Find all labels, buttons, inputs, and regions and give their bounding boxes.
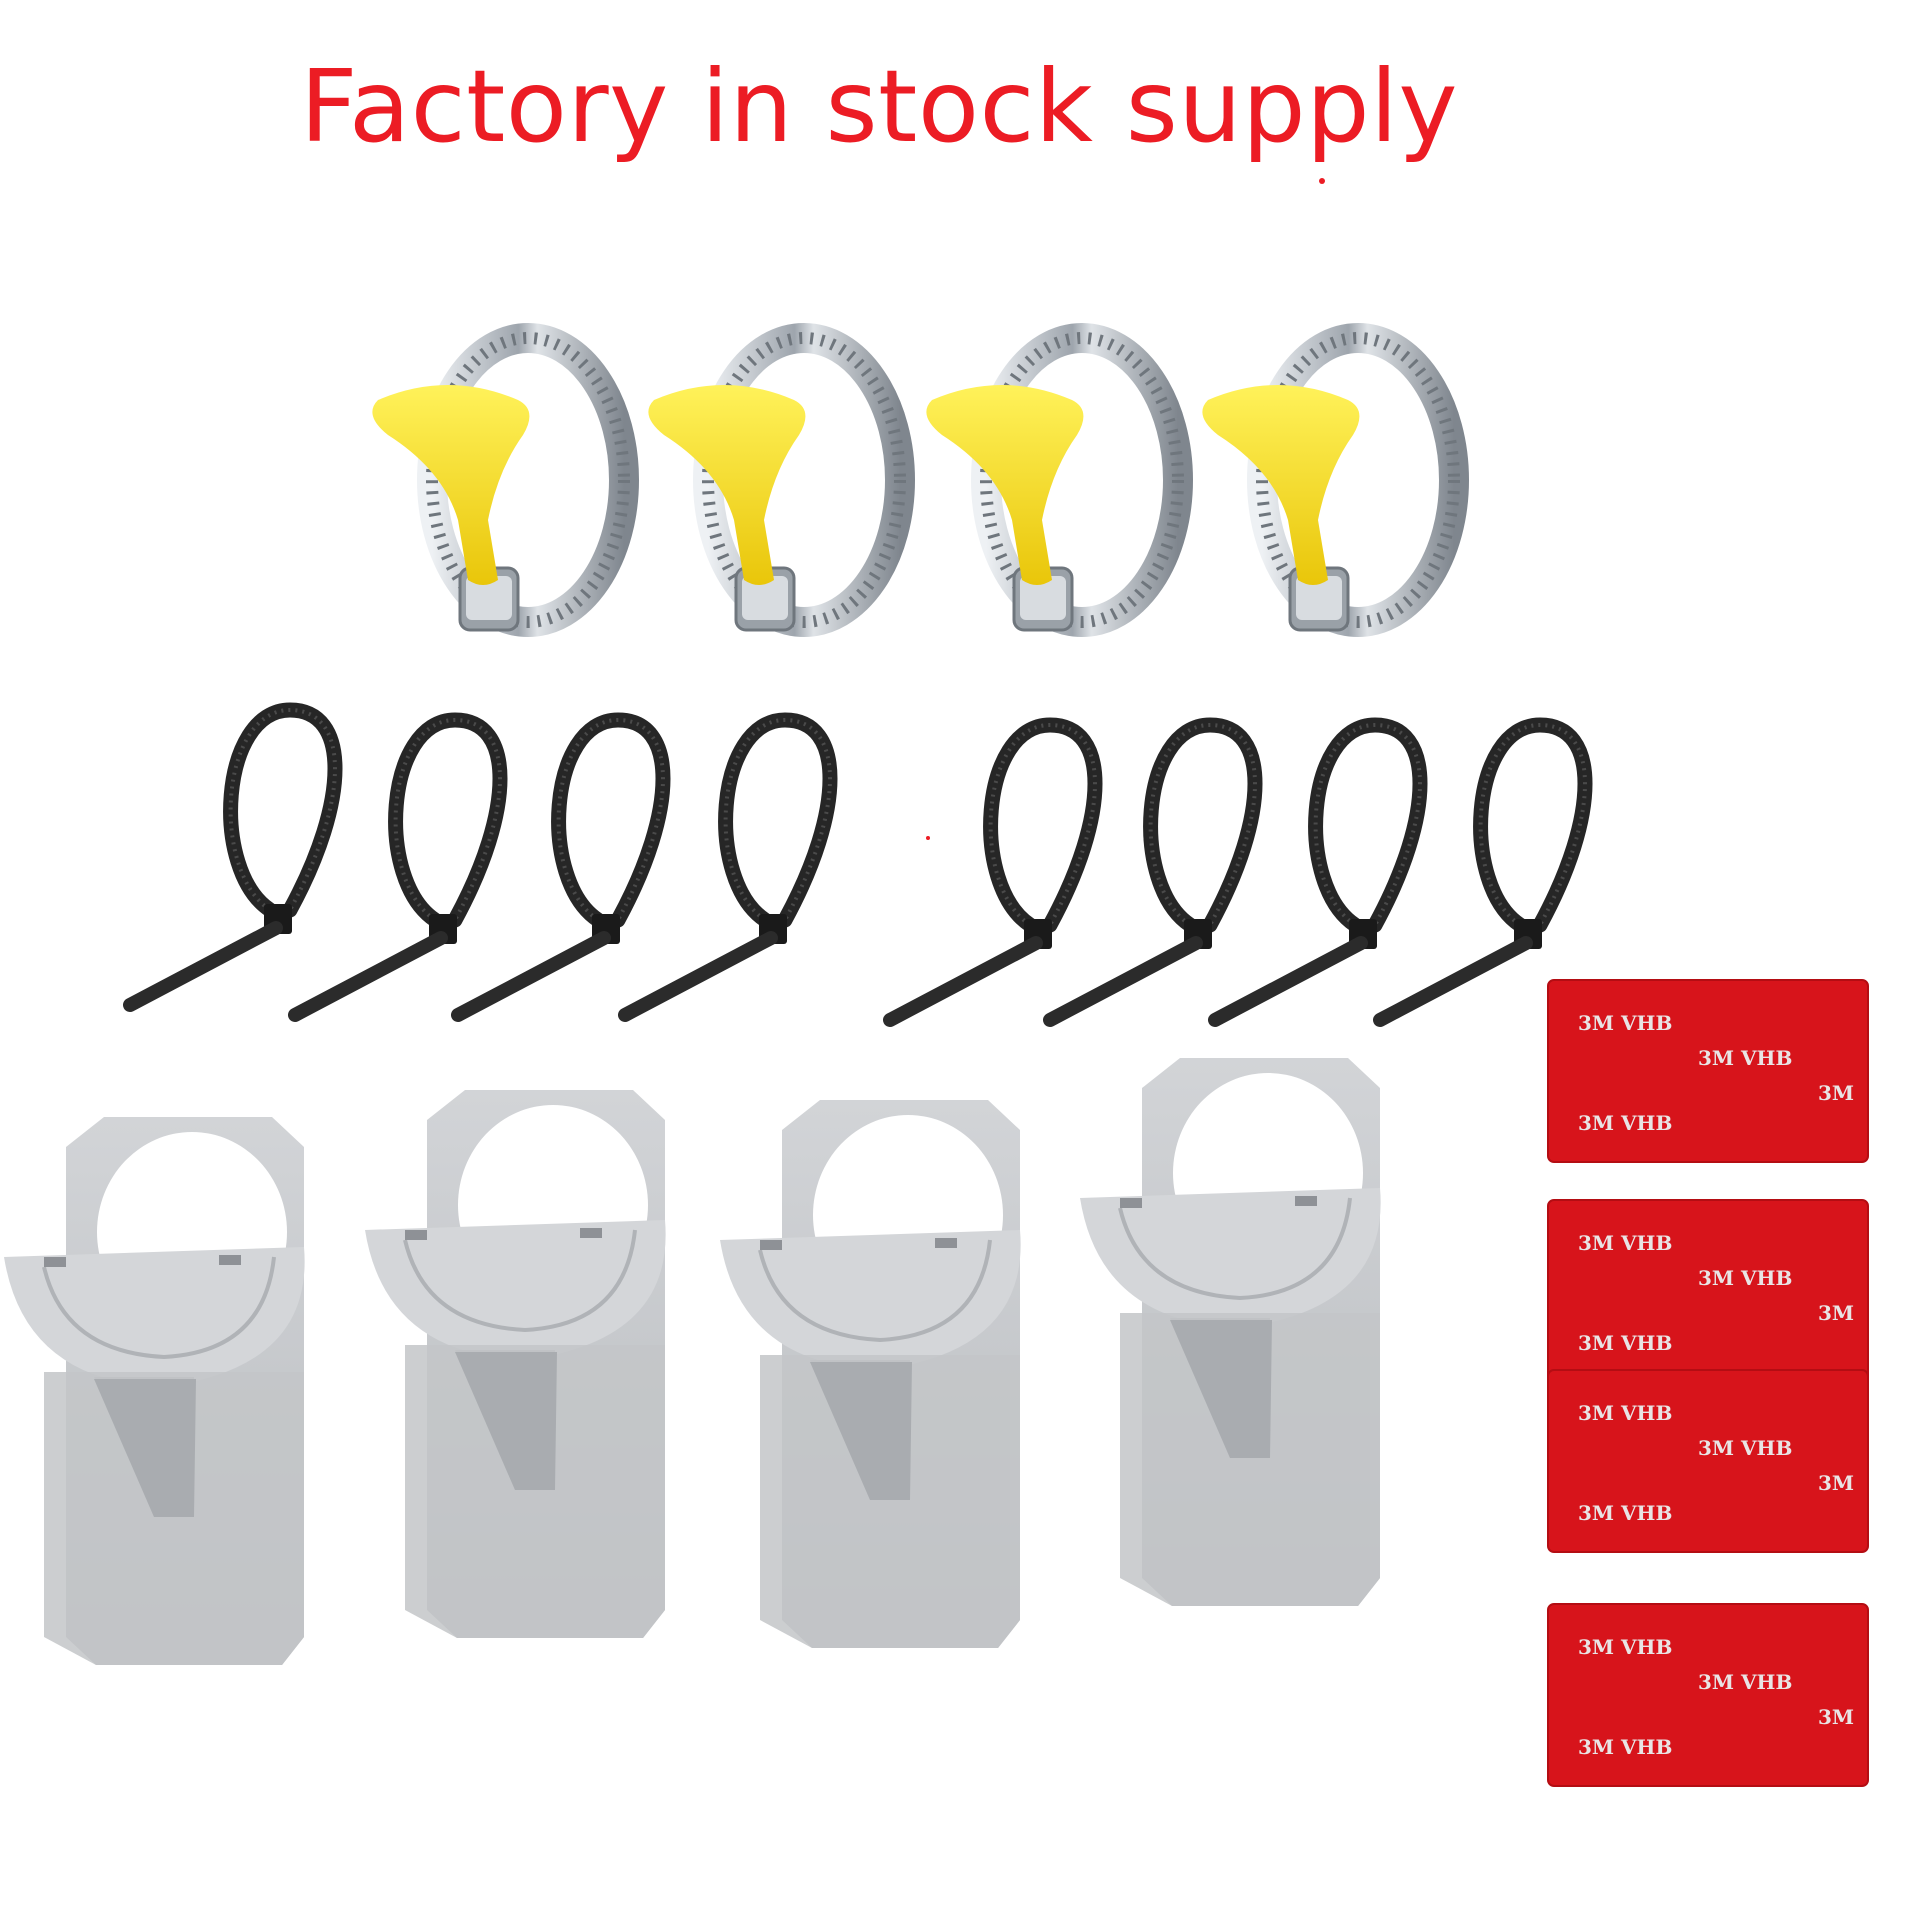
svg-text:3M VHB: 3M VHB	[1698, 1266, 1792, 1290]
svg-text:3M VHB: 3M VHB	[1578, 1011, 1672, 1035]
svg-text:3M: 3M	[1818, 1081, 1854, 1105]
adhesive-pad: 3M VHB 3M VHB 3M VHB 3M	[1547, 1603, 1869, 1787]
mounting-bracket	[1078, 1056, 1383, 1608]
svg-text:3M VHB: 3M VHB	[1578, 1401, 1672, 1425]
mounting-bracket	[363, 1088, 668, 1640]
svg-text:3M: 3M	[1818, 1471, 1854, 1495]
svg-text:3M VHB: 3M VHB	[1698, 1670, 1792, 1694]
hose-clamp	[648, 338, 900, 630]
svg-text:3M: 3M	[1818, 1705, 1854, 1729]
adhesive-pad: 3M VHB 3M VHB 3M VHB 3M	[1547, 979, 1869, 1163]
cable-tie	[130, 710, 335, 1005]
svg-text:3M VHB: 3M VHB	[1578, 1331, 1672, 1355]
mounting-bracket	[2, 1115, 307, 1667]
headline-text: Factory in stock supply	[300, 48, 1459, 165]
hose-clamp	[372, 338, 624, 630]
bracket-row	[2, 1056, 1383, 1667]
cable-tie	[890, 725, 1095, 1020]
svg-text:3M VHB: 3M VHB	[1578, 1111, 1672, 1135]
hose-clamp-row	[372, 338, 1454, 630]
cable-tie-row	[130, 710, 1585, 1020]
svg-text:3M VHB: 3M VHB	[1698, 1046, 1792, 1070]
cable-tie	[458, 720, 663, 1015]
svg-text:3M VHB: 3M VHB	[1578, 1231, 1672, 1255]
svg-text:3M VHB: 3M VHB	[1698, 1436, 1792, 1460]
svg-text:3M VHB: 3M VHB	[1578, 1635, 1672, 1659]
stray-red-dot	[926, 836, 930, 840]
cable-tie	[1215, 725, 1420, 1020]
cable-tie	[1380, 725, 1585, 1020]
cable-tie	[295, 720, 500, 1015]
svg-text:3M: 3M	[1818, 1301, 1854, 1325]
adhesive-pad: 3M VHB 3M VHB 3M VHB 3M	[1547, 1369, 1869, 1553]
adhesive-pad-column: 3M VHB 3M VHB 3M VHB 3M 3M VHB 3M VHB 3M…	[1547, 979, 1869, 1787]
stray-red-dot	[1319, 178, 1325, 184]
mounting-bracket	[718, 1098, 1023, 1650]
adhesive-pad: 3M VHB 3M VHB 3M VHB 3M	[1547, 1199, 1869, 1383]
hose-clamp	[926, 338, 1178, 630]
svg-text:3M VHB: 3M VHB	[1578, 1735, 1672, 1759]
svg-text:3M VHB: 3M VHB	[1578, 1501, 1672, 1525]
hose-clamp	[1202, 338, 1454, 630]
